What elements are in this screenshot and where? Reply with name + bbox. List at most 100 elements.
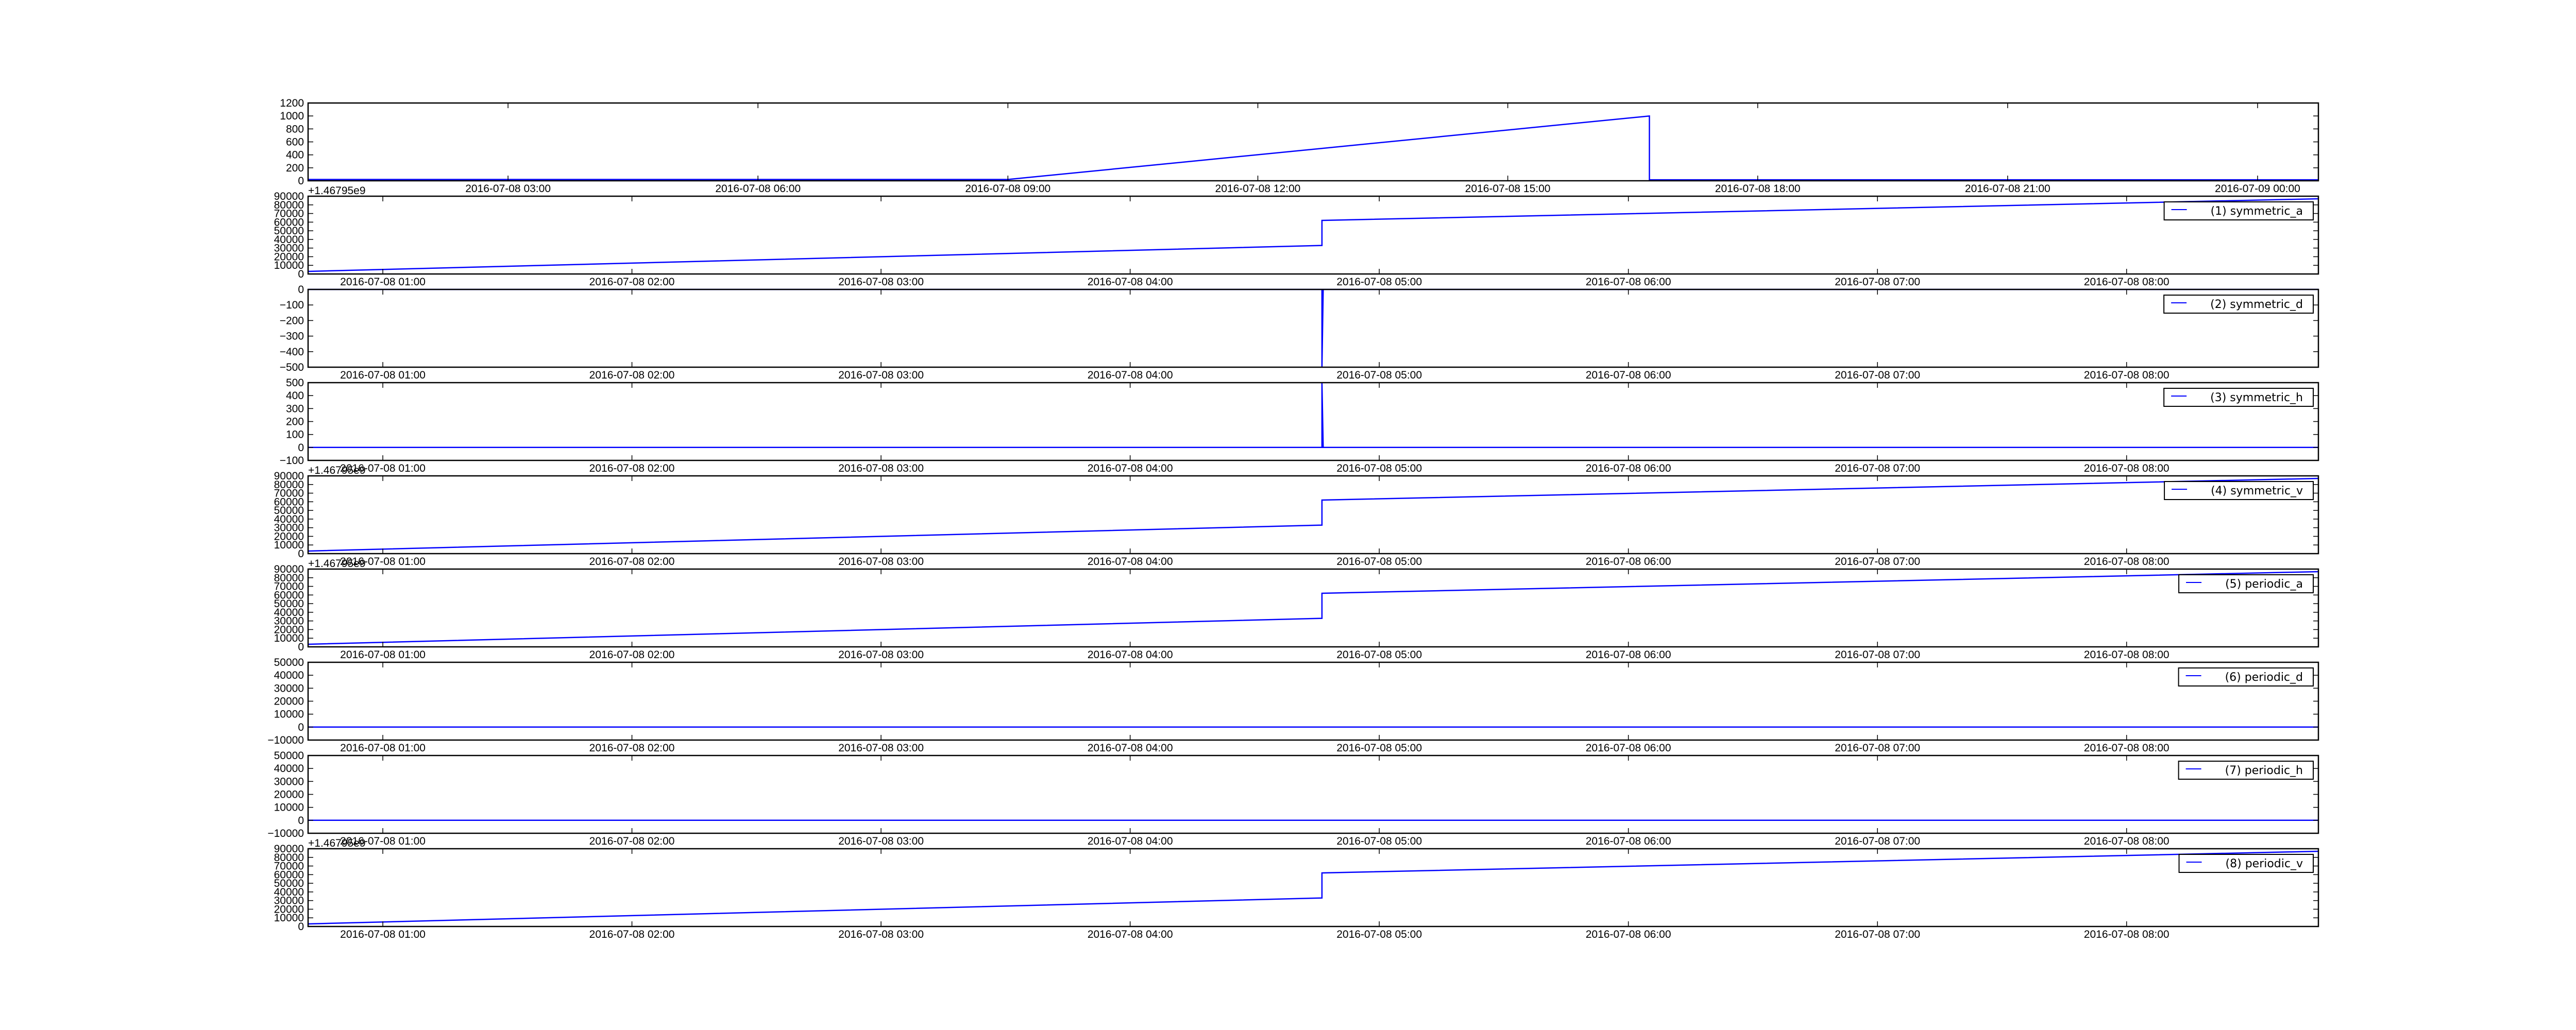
x-tick-label: 2016-07-08 03:00 [838,369,924,381]
x-tick-label: 2016-07-08 05:00 [1336,649,1422,661]
legend: (1) symmetric_a [2163,201,2314,220]
series-line [308,571,2319,645]
y-tick-label: 200 [286,162,304,174]
y-tick-label: −100 [280,455,304,467]
series-line [308,288,2318,368]
y-tick-label: 30000 [274,776,304,787]
y-tick-label: 20000 [274,251,304,263]
y-tick-label: −300 [280,331,304,342]
subplot-8: −10000010000200003000040000500002016-07-… [267,750,2319,847]
legend: (4) symmetric_v [2164,481,2314,500]
x-tick-label: 2016-07-08 06:00 [715,183,801,195]
y-tick-label: 30000 [274,895,304,907]
y-tick-label: 90000 [274,191,304,202]
x-tick-label: 2016-07-08 01:00 [340,835,426,847]
y-tick-label: 60000 [274,869,304,881]
y-tick-label: 90000 [274,563,304,575]
x-tick-label: 2016-07-08 08:00 [2084,929,2170,940]
x-tick-label: 2016-07-08 08:00 [2084,462,2170,474]
y-tick-label: 400 [286,390,304,402]
y-tick-label: 80000 [274,199,304,211]
x-tick-label: 2016-07-08 01:00 [340,556,426,568]
subplot-2: 0100002000030000400005000060000700008000… [274,185,2319,288]
legend: (6) periodic_d [2178,667,2314,686]
y-tick-label: −200 [280,315,304,327]
legend: (8) periodic_v [2178,854,2314,873]
y-tick-label: 10000 [274,539,304,551]
y-tick-label: −400 [280,346,304,358]
y-tick-label: 1200 [280,97,304,109]
y-tick-label: 500 [286,377,304,389]
y-tick-label: 70000 [274,208,304,220]
x-tick-label: 2016-07-08 06:00 [1586,649,1671,661]
y-tick-label: −100 [280,299,304,311]
y-tick-label: 0 [298,722,304,733]
y-offset-text: +1.46795e9 [308,465,366,476]
x-tick-label: 2016-07-08 07:00 [1835,649,1920,661]
legend: (7) periodic_h [2178,761,2314,780]
y-tick-label: 20000 [274,530,304,542]
series-line [308,198,2319,272]
y-tick-label: 10000 [274,709,304,720]
y-tick-label: 0 [298,815,304,827]
y-tick-label: 80000 [274,852,304,864]
y-tick-label: 0 [298,442,304,454]
y-offset-text: +1.46795e9 [308,185,366,197]
legend-label: (6) periodic_d [2225,671,2303,684]
x-tick-label: 2016-07-08 03:00 [838,929,924,940]
y-offset-text: +1.46795e9 [308,837,366,849]
series-line [308,382,2318,449]
x-tick-label: 2016-07-08 04:00 [1088,742,1173,754]
axes-frame [307,754,2319,834]
legend-box [2178,574,2314,593]
x-tick-label: 2016-07-08 06:00 [1586,835,1671,847]
y-tick-label: 30000 [274,243,304,254]
y-tick-label: 50000 [274,657,304,668]
y-tick-label: 40000 [274,763,304,775]
y-tick-label: 0 [298,268,304,280]
y-tick-label: 0 [298,284,304,296]
y-tick-label: 400 [286,149,304,161]
x-tick-label: 2016-07-08 01:00 [340,929,426,940]
legend: (5) periodic_a [2178,574,2314,593]
x-tick-label: 2016-07-08 02:00 [589,462,675,474]
x-tick-label: 2016-07-08 07:00 [1835,276,1920,288]
y-tick-label: 1000 [280,110,304,122]
x-tick-label: 2016-07-08 05:00 [1336,369,1422,381]
x-tick-label: 2016-07-08 06:00 [1586,369,1671,381]
x-tick-label: 2016-07-08 03:00 [838,742,924,754]
x-tick-label: 2016-07-08 12:00 [1215,183,1301,195]
x-tick-label: 2016-07-08 04:00 [1088,649,1173,661]
axes-frame [307,848,2319,928]
x-tick-label: 2016-07-08 06:00 [1586,462,1671,474]
axes-frame [307,661,2319,741]
y-tick-label: 90000 [274,470,304,482]
x-tick-label: 2016-07-08 04:00 [1088,462,1173,474]
legend-label: (5) periodic_a [2225,578,2303,591]
y-tick-label: 40000 [274,670,304,681]
y-tick-label: 0 [298,548,304,560]
legend-box [2164,481,2314,500]
y-tick-label: 50000 [274,750,304,762]
y-tick-label: 50000 [274,225,304,237]
x-tick-label: 2016-07-08 07:00 [1835,462,1920,474]
y-tick-label: 40000 [274,513,304,525]
x-tick-label: 2016-07-08 03:00 [838,556,924,568]
y-tick-label: 70000 [274,581,304,593]
axes-frame [307,475,2319,555]
y-tick-label: 100 [286,429,304,441]
y-tick-label: 40000 [274,607,304,619]
x-tick-label: 2016-07-08 01:00 [340,742,426,754]
x-tick-label: 2016-07-08 07:00 [1835,369,1920,381]
series-line [308,850,2319,925]
legend-label: (1) symmetric_a [2211,205,2303,218]
x-tick-label: 2016-07-08 02:00 [589,369,675,381]
y-tick-label: 0 [298,641,304,653]
axes-frame [307,195,2319,275]
x-tick-label: 2016-07-08 01:00 [340,462,426,474]
x-tick-label: 2016-07-08 05:00 [1336,742,1422,754]
y-tick-label: 20000 [274,696,304,708]
y-tick-label: 10000 [274,260,304,271]
x-tick-label: 2016-07-08 01:00 [340,649,426,661]
x-tick-label: 2016-07-08 02:00 [589,835,675,847]
